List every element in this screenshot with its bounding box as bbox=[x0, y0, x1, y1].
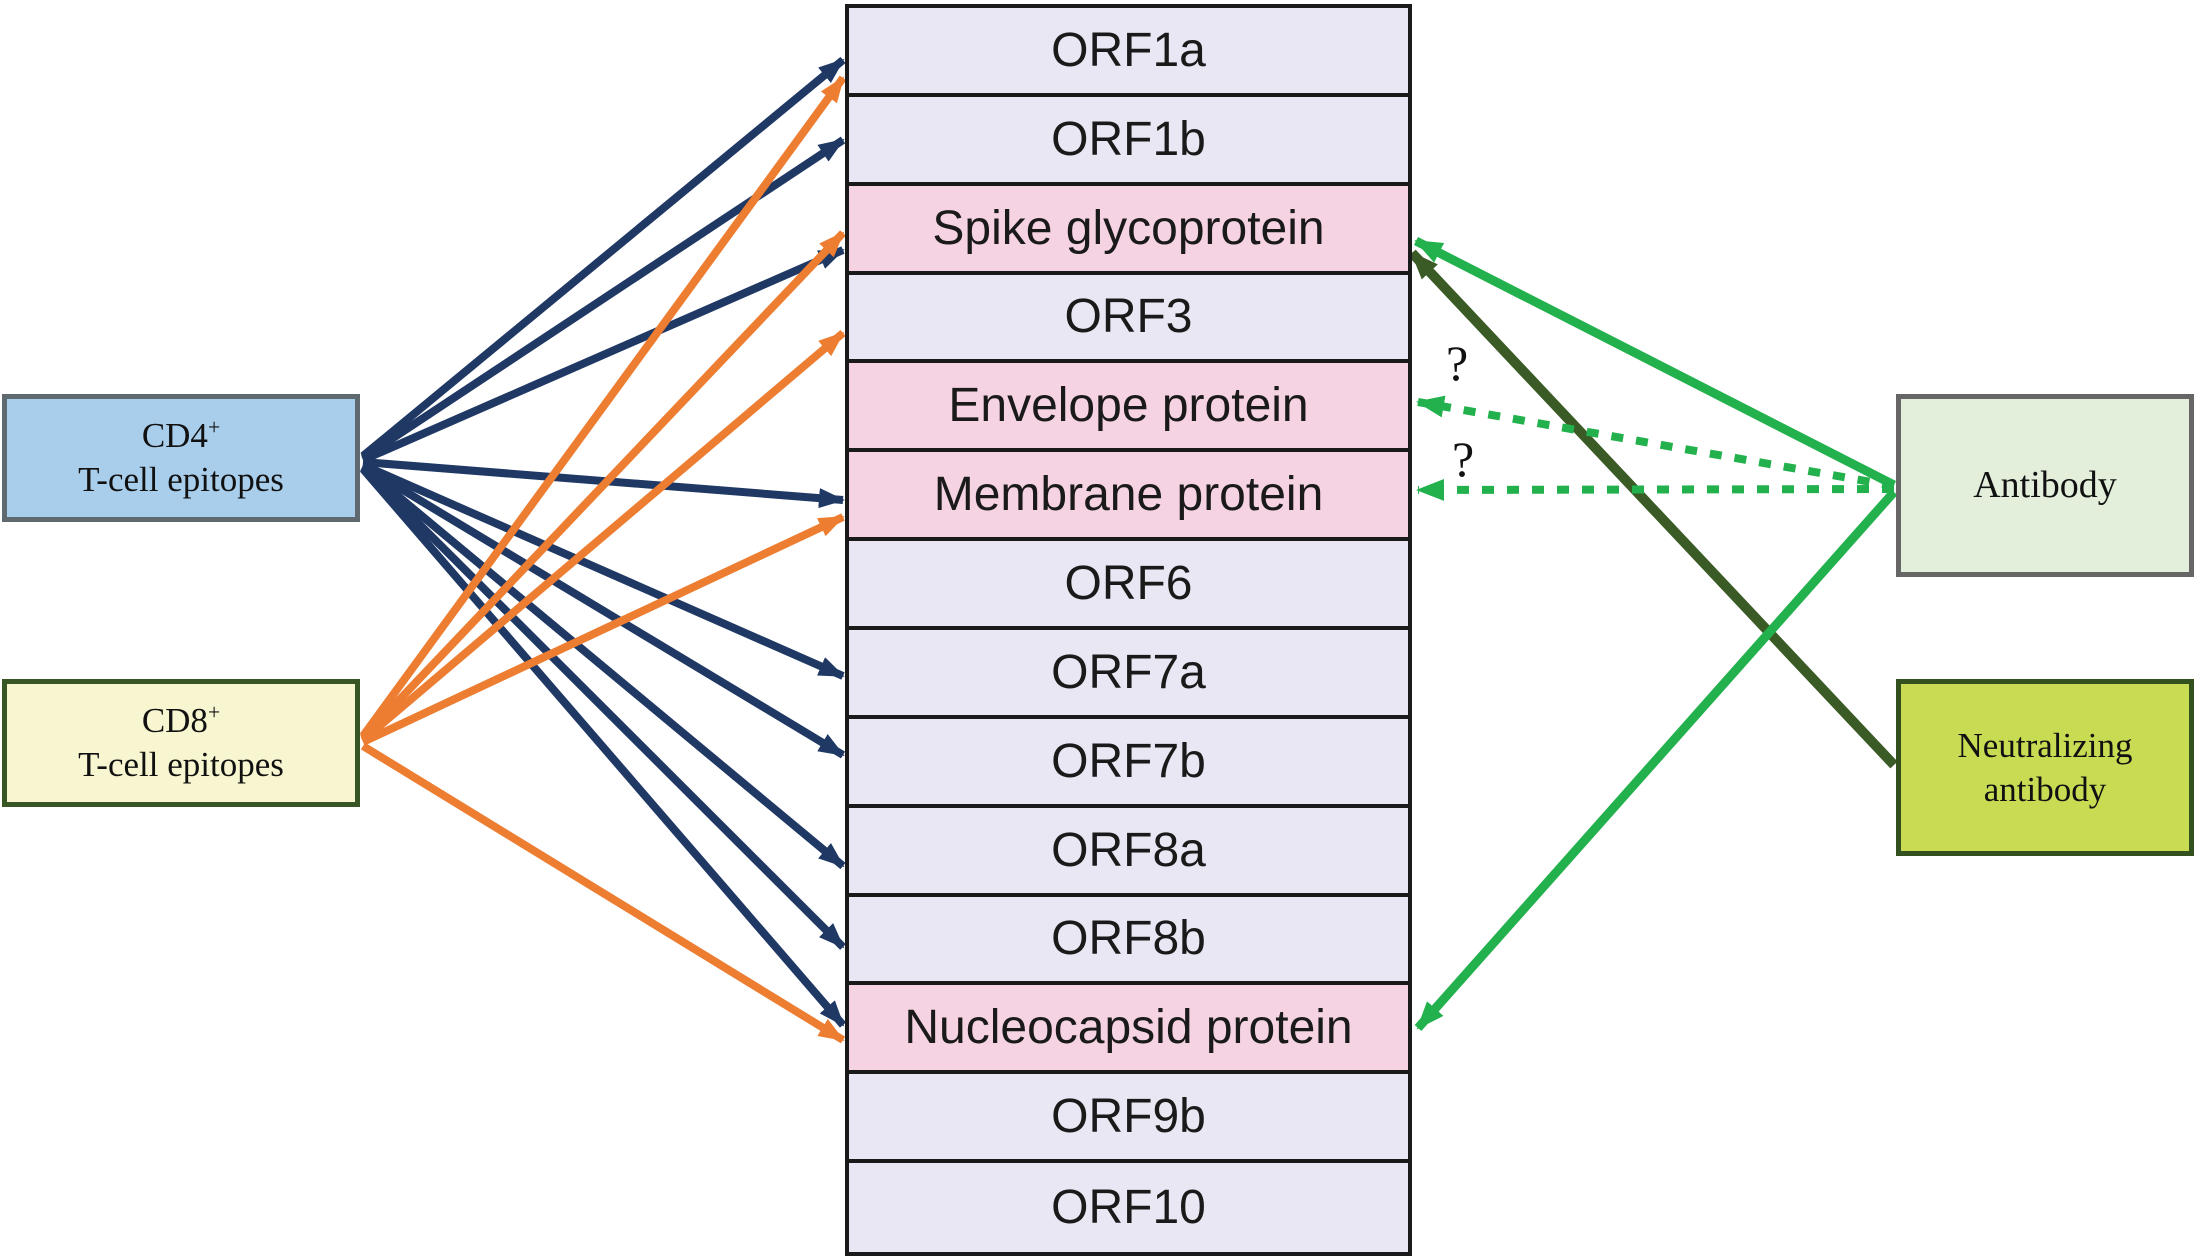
protein-row-orf7a: ORF7a bbox=[849, 629, 1408, 719]
protein-row-orf6: ORF6 bbox=[849, 541, 1408, 630]
cd8-arrow-orf3 bbox=[360, 329, 846, 744]
cd4-arrow-orf7b bbox=[360, 462, 846, 759]
antibody-dashed-arrow-membrane bbox=[1416, 478, 1895, 501]
antibody-box: Antibody bbox=[1896, 394, 2194, 577]
cd4-arrow-orf7a bbox=[361, 461, 845, 680]
question-mark-membrane: ? bbox=[1452, 431, 1475, 487]
protein-row-orf8b: ORF8b bbox=[849, 896, 1408, 986]
cd4-plus-superscript: + bbox=[207, 415, 221, 440]
protein-row-spike: Spike glycoprotein bbox=[849, 185, 1408, 275]
cd8-arrow-membrane bbox=[361, 513, 845, 746]
cd4-arrow-membrane bbox=[362, 458, 845, 509]
protein-row-membrane: Membrane protein bbox=[849, 452, 1408, 542]
cd8-arrow-spike bbox=[360, 230, 846, 741]
antibody-arrow-spike bbox=[1413, 236, 1897, 490]
question-mark-envelope: ? bbox=[1446, 335, 1469, 391]
antibody-dashed-arrow-envelope bbox=[1416, 395, 1895, 490]
protein-row-nucleocapsid: Nucleocapsid protein bbox=[849, 985, 1408, 1075]
cd4-arrow-orf1a bbox=[360, 56, 846, 460]
neutralizing-antibody-arrow-spike bbox=[1408, 249, 1898, 769]
protein-row-orf10: ORF10 bbox=[849, 1163, 1408, 1252]
protein-row-envelope: Envelope protein bbox=[849, 363, 1408, 453]
cd8-arrow-orf1a bbox=[359, 75, 847, 739]
protein-table: ORF1a ORF1b Spike glycoprotein ORF3 Enve… bbox=[845, 4, 1412, 1256]
cd8-box-line2: T-cell epitopes bbox=[78, 745, 284, 784]
protein-row-orf9b: ORF9b bbox=[849, 1074, 1408, 1164]
antibody-box-label: Antibody bbox=[1973, 463, 2117, 506]
cd8-box-line1: CD8+ bbox=[141, 700, 221, 741]
protein-row-orf7b: ORF7b bbox=[849, 718, 1408, 808]
neutralizing-box-line2: antibody bbox=[1983, 769, 2107, 809]
antibody-arrow-nucleocapsid bbox=[1414, 489, 1898, 1031]
protein-row-orf1b: ORF1b bbox=[849, 96, 1408, 186]
neutralizing-antibody-box: Neutralizing antibody bbox=[1896, 679, 2194, 856]
cd8-plus-superscript: + bbox=[207, 700, 221, 725]
protein-row-orf8a: ORF8a bbox=[849, 807, 1408, 897]
cd8-epitopes-box: CD8+ T-cell epitopes bbox=[2, 679, 360, 807]
cd4-box-line1: CD4+ bbox=[141, 415, 221, 456]
cd4-arrow-spike bbox=[361, 246, 845, 464]
cd4-arrow-orf8a bbox=[360, 463, 846, 870]
cd4-arrow-nucleocapsid bbox=[359, 466, 847, 1028]
protein-row-orf1a: ORF1a bbox=[849, 8, 1408, 97]
cd8-arrow-nucleocapsid bbox=[360, 742, 846, 1044]
neutralizing-box-line1: Neutralizing bbox=[1957, 725, 2133, 765]
cd4-arrow-orf8b bbox=[360, 465, 846, 950]
cd4-epitopes-box: CD4+ T-cell epitopes bbox=[2, 394, 360, 522]
cd4-box-line2: T-cell epitopes bbox=[78, 460, 284, 499]
protein-row-orf3: ORF3 bbox=[849, 274, 1408, 364]
cd4-arrow-orf1b bbox=[360, 136, 846, 462]
